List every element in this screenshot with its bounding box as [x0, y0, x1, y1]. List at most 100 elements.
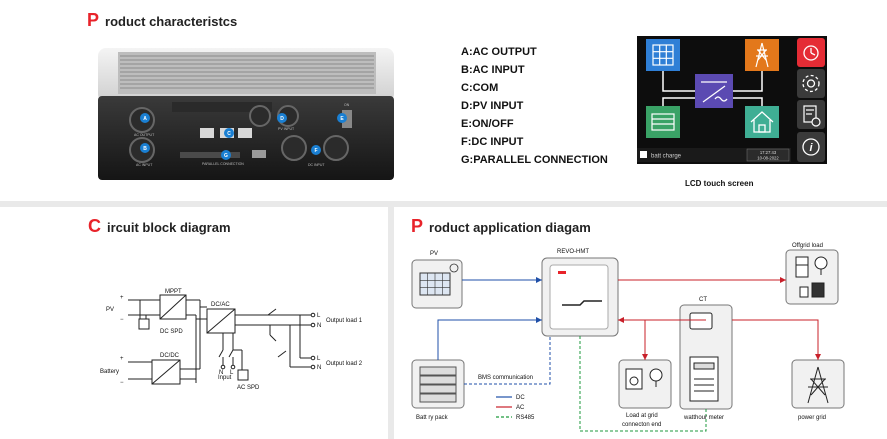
inverter-label: REVO-HMT [557, 249, 589, 255]
marker-a [140, 113, 150, 123]
svg-text:AC SPD: AC SPD [237, 385, 260, 391]
lcd-status-text: batt charge [651, 154, 682, 160]
marker-d [277, 113, 287, 123]
inverter-device-image: A B C D E F G AC OUTPUT AC INPUT PARALLE… [98, 48, 394, 180]
legend-ac-label: AC [516, 405, 525, 411]
svg-text:Battery: Battery [100, 369, 119, 375]
svg-text:Output load 2: Output load 2 [326, 361, 363, 367]
svg-text:MPPT: MPPT [165, 289, 182, 295]
legend [496, 396, 512, 418]
svg-text:+: + [120, 295, 124, 301]
solar-panel-icon [652, 44, 674, 66]
home-icon [750, 111, 774, 133]
port-label-on: ON [344, 103, 350, 107]
output-terminals [220, 312, 316, 370]
svg-text:DC/DC: DC/DC [160, 353, 180, 359]
svg-text:DC SPD: DC SPD [160, 329, 183, 335]
marker-b-label: B [143, 146, 147, 152]
marker-e-label: E [340, 116, 344, 122]
spec-item: A:AC OUTPUT [461, 46, 537, 58]
lcd-solar-tile [646, 39, 680, 71]
ct-meter-icon [689, 312, 719, 402]
lcd-battery-tile [646, 106, 680, 138]
load-grid-label-1: Load at grid [626, 413, 658, 419]
marker-g-label: G [224, 153, 228, 159]
battery-icon [651, 113, 675, 131]
marker-c [224, 128, 234, 138]
marker-f [311, 145, 321, 155]
port-label-ac-output: AC OUTPUT [134, 133, 155, 137]
spec-item: D:PV INPUT [461, 100, 524, 112]
lcd-caption: LCD touch screen [685, 179, 754, 188]
marker-c-label: C [227, 131, 231, 137]
circuit-diagram: PV + − Battery + − MPPT DC/DC DC/AC DC S… [100, 289, 363, 391]
load-grid-icons [625, 368, 663, 390]
marker-g [221, 150, 231, 160]
lcd-date: 10-08-2022 [757, 156, 779, 161]
watthour-label: watthour meter [683, 415, 724, 421]
svg-text:Output load 1: Output load 1 [326, 318, 363, 324]
spec-item: G:PARALLEL CONNECTION [461, 154, 608, 166]
ct-label: CT [699, 297, 707, 303]
inverter-icon [701, 81, 728, 103]
document-clock-icon [803, 105, 821, 127]
info-icon: i [802, 138, 820, 156]
lcd-status-square [640, 151, 647, 158]
battery-label: Batt ry pack [416, 415, 449, 421]
lcd-inverter-tile [695, 74, 733, 108]
circuit-wires [128, 294, 312, 385]
spec-list: A:AC OUTPUT B:AC INPUT C:COM D:PV INPUT … [461, 43, 608, 169]
inverter-unit-icon [549, 264, 609, 330]
battery-pack-icon [419, 366, 457, 403]
power-tower-icon [755, 42, 769, 68]
port-label-parallel: PARALLEL CONNECTION [202, 162, 244, 166]
lcd-flow-lines [662, 71, 763, 106]
port-label-ac-input: AC INPUT [136, 163, 153, 167]
marker-e [337, 113, 347, 123]
svg-text:+: + [120, 356, 124, 362]
power-tower-icon [807, 366, 829, 404]
svg-text:L: L [317, 313, 321, 319]
marker-f-label: F [314, 148, 317, 154]
spec-item: E:ON/OFF [461, 118, 514, 130]
svg-text:Input: Input [218, 375, 232, 381]
bms-label: BMS communication [478, 375, 533, 381]
application-connections [437, 279, 819, 432]
device-markers [140, 113, 347, 160]
device-vent-slots [120, 55, 374, 89]
svg-text:N: N [317, 365, 321, 371]
solar-panel-icon [419, 263, 459, 296]
lcd-touch-screen: batt charge 17:27:43 10-08-2022 i [637, 36, 827, 164]
lcd-clock-box [746, 148, 790, 162]
application-diagram: DC AC RS485 PV REVO-HMT Offgrid load CT … [411, 243, 845, 432]
gear-icon [802, 74, 820, 93]
svg-text:L: L [230, 370, 234, 376]
power-grid-label: power grid [798, 415, 826, 421]
port-label-dc-input: DC INPUT [308, 163, 325, 167]
spec-item: B:AC INPUT [461, 64, 525, 76]
svg-text:L: L [317, 356, 321, 362]
svg-text:−: − [120, 380, 124, 386]
marker-d-label: D [280, 116, 284, 122]
application-labels: DC AC RS485 PV REVO-HMT Offgrid load CT … [416, 243, 826, 428]
lcd-info-button[interactable] [797, 132, 825, 162]
port-label-pv-input: PV INPUT [278, 127, 295, 131]
circuit-labels: PV + − Battery + − MPPT DC/DC DC/AC DC S… [100, 289, 363, 391]
svg-text:N: N [219, 370, 223, 376]
device-rear-vents [172, 102, 272, 112]
lcd-settings-button[interactable] [797, 69, 825, 98]
legend-dc-label: DC [516, 395, 525, 401]
spec-item: F:DC INPUT [461, 136, 524, 148]
device-vent-grille [118, 52, 376, 94]
spec-item: C:COM [461, 82, 499, 94]
lcd-time: 17:27:43 [760, 150, 777, 155]
marker-a-label: A [143, 116, 147, 122]
load-grid-label-2: connecton end [622, 422, 661, 428]
dc-line-battery [437, 319, 542, 360]
